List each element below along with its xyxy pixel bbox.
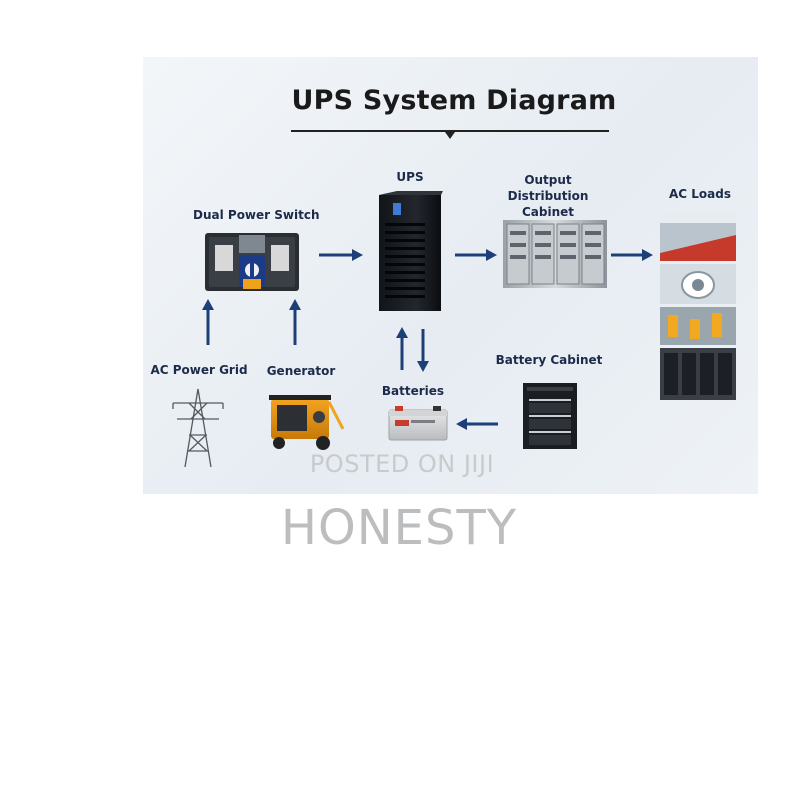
label-batteries: Batteries <box>381 384 445 398</box>
diagram-panel: UPS System Diagram Dual Power Switch UPS… <box>143 57 758 494</box>
label-ups: UPS <box>396 170 424 184</box>
batteries-image <box>388 406 448 441</box>
generator-image <box>269 395 345 450</box>
label-output-distribution-cabinet: Output Distribution Cabinet <box>507 173 589 219</box>
arrow-cabinet-to-batteries <box>456 418 498 430</box>
label-battery-cabinet: Battery Cabinet <box>495 353 603 367</box>
arrow-ups-to-batteries <box>417 329 429 372</box>
arrow-cabinet-to-loads <box>611 249 653 261</box>
arrow-grid-to-switch <box>202 299 214 345</box>
label-generator: Generator <box>266 364 336 378</box>
title-caret <box>445 132 455 139</box>
label-ac-loads: AC Loads <box>669 187 731 201</box>
watermark-honesty: HONESTY <box>280 500 518 556</box>
arrow-generator-to-switch <box>289 299 301 345</box>
arrow-ups-to-cabinet <box>455 249 497 261</box>
arrow-batteries-to-ups <box>396 327 408 370</box>
diagram-canvas <box>172 191 736 468</box>
ac-loads-images <box>660 213 736 400</box>
output-distribution-cabinet-image <box>503 220 607 288</box>
label-dual-power-switch: Dual Power Switch <box>193 208 320 222</box>
arrow-switch-to-ups <box>319 249 363 261</box>
ups-image <box>379 191 443 311</box>
diagram-title: UPS System Diagram <box>291 85 617 116</box>
battery-cabinet-image <box>523 383 577 449</box>
title-underline <box>291 130 609 132</box>
power-tower-image <box>172 388 224 468</box>
label-ac-power-grid: AC Power Grid <box>150 363 248 377</box>
watermark-posted-on: POSTED ON JIJI <box>309 450 495 478</box>
dual-power-switch-image <box>205 233 299 291</box>
